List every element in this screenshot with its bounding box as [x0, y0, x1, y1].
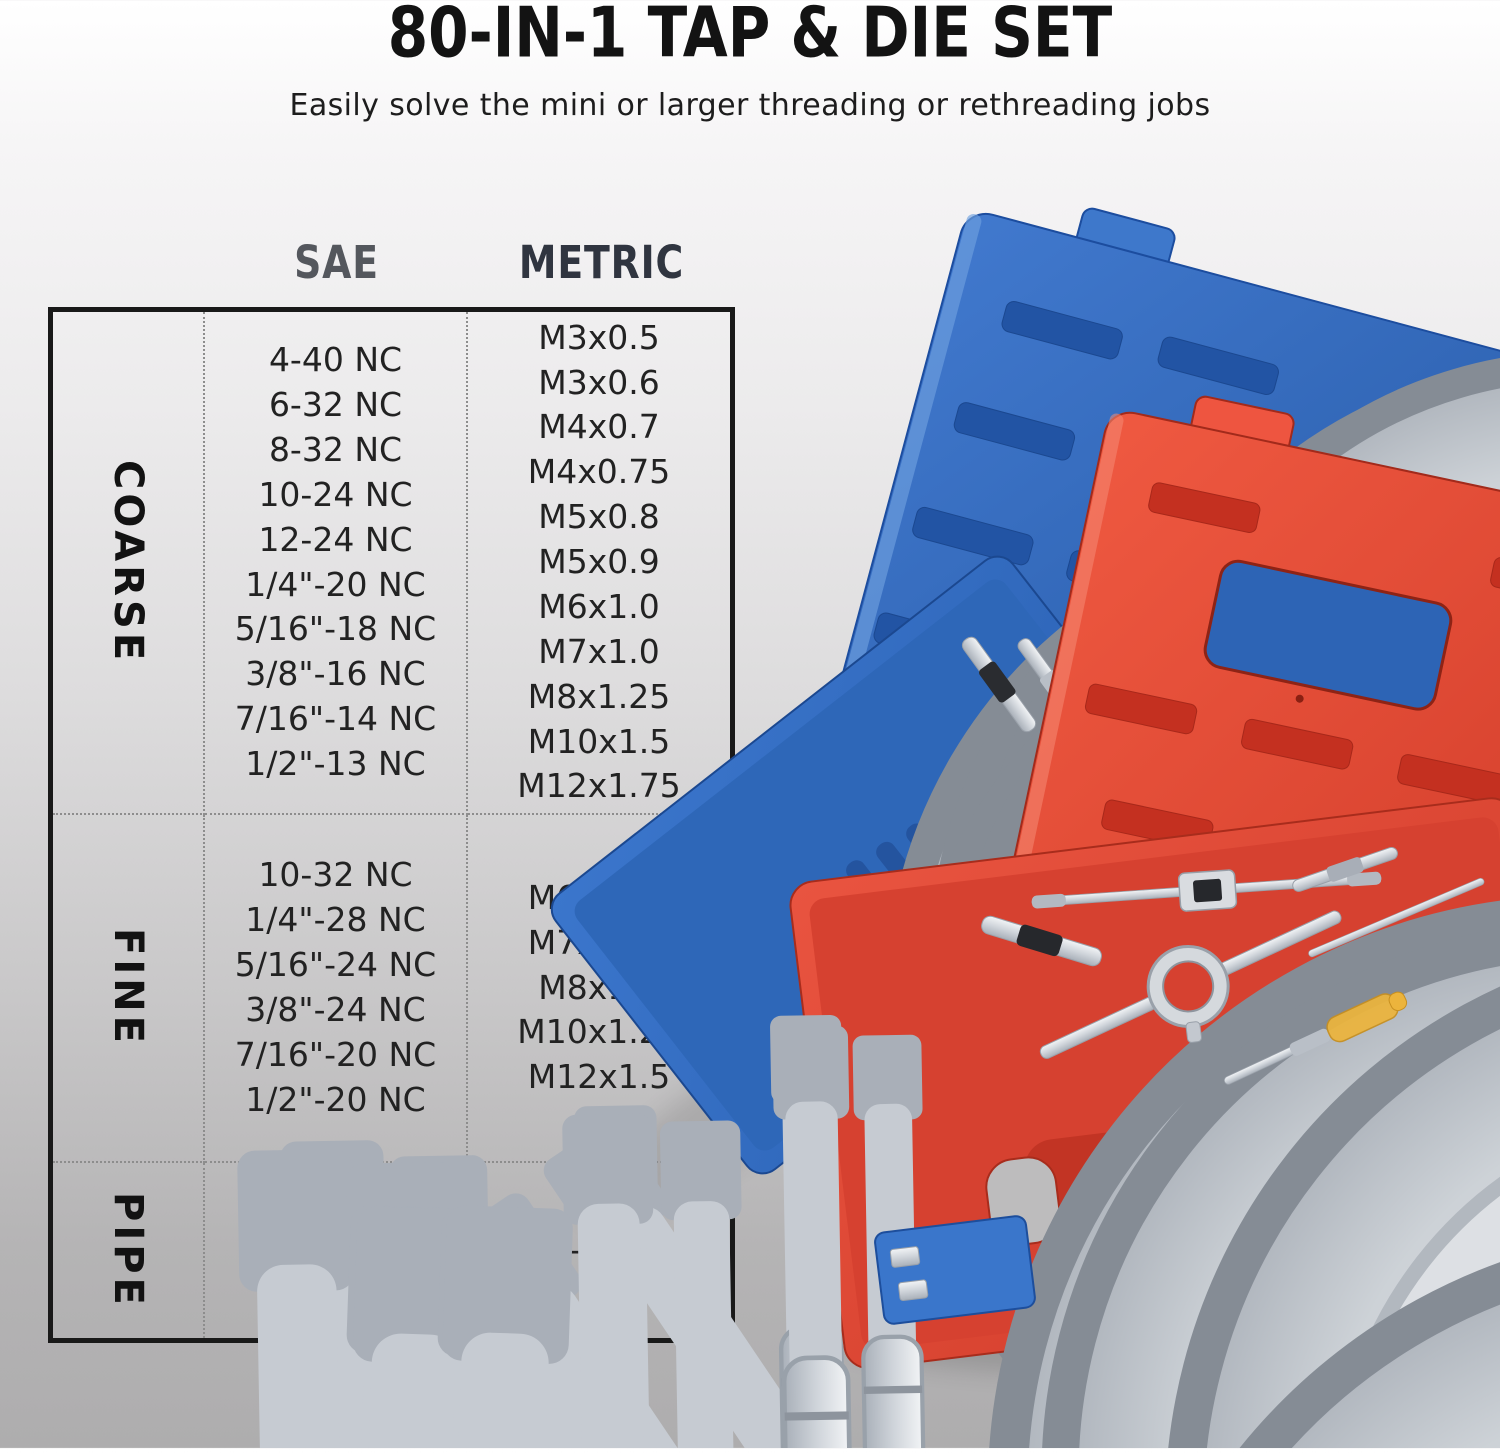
- blue-case-lid: [783, 207, 1500, 1059]
- column-header-sae: SAE: [294, 236, 379, 289]
- page-subtitle: Easily solve the mini or larger threadin…: [289, 88, 1211, 123]
- tap-wrench-bar: [1031, 869, 1382, 912]
- screwdriver: [1224, 991, 1408, 1085]
- red-lid-handle-hole: [1203, 559, 1453, 711]
- knurled-pin: [1292, 846, 1398, 892]
- page-title: 80-IN-1 TAP & DIE SET: [387, 0, 1113, 74]
- coarse-sae-list: 4-40 NC 6-32 NC 8-32 NC 10-24 NC 12-24 N…: [205, 312, 468, 815]
- row-label-pipe: PIPE: [53, 1163, 205, 1338]
- column-header-metric: METRIC: [518, 236, 685, 289]
- tap-chuck-handle: [981, 915, 1102, 967]
- red-lid-clasp-tab: [1188, 395, 1295, 462]
- blue-lid-clasp-tab: [1332, 326, 1434, 394]
- blue-adapter-insert: [874, 1180, 1500, 1453]
- blue-lid-clasp-tab: [1074, 207, 1176, 275]
- red-lid-slots: [1048, 482, 1500, 1211]
- tap-chuck-handle: [1017, 638, 1083, 722]
- pipe-metric-list: 1/8"-27 NPT: [500, 1230, 698, 1270]
- red-case-lid: [947, 395, 1500, 1299]
- fine-sae-list: 10-32 NC 1/4"-28 NC 5/16"-24 NC 3/8"-24 …: [205, 815, 468, 1163]
- blue-lid-handle-hole: [1151, 430, 1396, 591]
- die-stock-wrench: [1039, 910, 1342, 1059]
- pipe-sae-list: 1/8"-27 NPT: [205, 1163, 468, 1338]
- blue-tray-handle-hole: [897, 895, 1060, 1033]
- red-tray-dies: [941, 837, 1500, 1453]
- thin-rod: [1308, 878, 1485, 958]
- blue-tray-dies: [710, 189, 1500, 1453]
- thread-size-table: COARSE 4-40 NC 6-32 NC 8-32 NC 10-24 NC …: [48, 307, 735, 1343]
- coarse-metric-list: M3x0.5 M3x0.6 M4x0.7 M4x0.75 M5x0.8 M5x0…: [468, 312, 730, 815]
- tap-chuck-handle: [961, 636, 1037, 733]
- blue-tray-tap-slots: [846, 763, 1094, 1001]
- blue-lid-slots: [864, 301, 1341, 936]
- red-tray-grip-recess: [1024, 1123, 1219, 1239]
- fine-metric-list: M6x0.75 M7x0.75 M8x1.0 M10x1.25 M12x1.5: [468, 815, 730, 1163]
- lid-pin-hole: [1295, 694, 1304, 703]
- red-tray-grip-hole: [985, 1156, 1061, 1246]
- row-label-fine: FINE: [53, 815, 205, 1163]
- row-label-coarse: COARSE: [53, 312, 205, 815]
